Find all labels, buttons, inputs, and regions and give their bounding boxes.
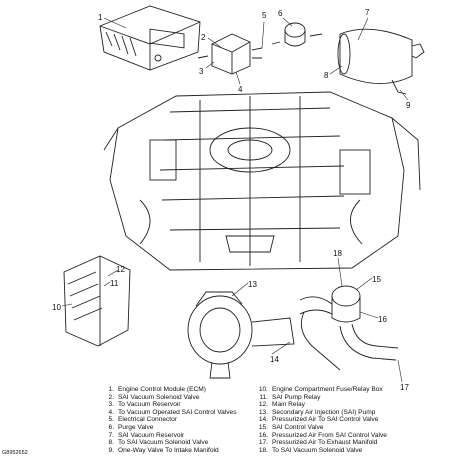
callout-10: 10	[52, 303, 61, 312]
callout-15: 15	[372, 275, 381, 284]
legend-item-2: 2.SAI Vacuum Solenoid Valve	[108, 393, 200, 401]
callout-9: 9	[406, 101, 411, 110]
sai-vacuum-reservoir	[337, 28, 425, 95]
callout-6: 6	[278, 9, 283, 18]
engine-block	[103, 91, 421, 271]
callout-13: 13	[248, 280, 257, 289]
ecm-module	[99, 5, 201, 71]
legend-item-6: 6.Purge Valve	[108, 423, 154, 431]
legend-item-12: 12.Main Relay	[258, 401, 305, 409]
callout-7: 7	[365, 8, 370, 17]
callout-14: 14	[270, 355, 279, 364]
sai-vacuum-solenoid-valve	[197, 33, 263, 75]
legend-item-16: 16.Pressurized Air From SAI Control Valv…	[258, 431, 387, 439]
callout-17: 17	[400, 383, 409, 392]
callout-8: 8	[324, 71, 329, 80]
sai-pump	[187, 291, 295, 379]
callout-11: 11	[110, 279, 119, 288]
legend-item-8: 8.To SAI Vacuum Solenoid Valve	[108, 439, 209, 447]
legend-item-5: 5.Electrical Connector	[108, 416, 178, 424]
legend-item-3: 3.To Vacuum Reservoir	[108, 401, 181, 409]
callout-5: 5	[262, 11, 267, 20]
legend-item-18: 18.To SAI Vacuum Solenoid Valve	[258, 446, 363, 454]
callout-2: 2	[201, 33, 206, 42]
fuse-relay-box	[63, 255, 131, 347]
figure-id: G8952652	[2, 450, 28, 456]
legend-item-15: 15.SAI Control Valve	[258, 423, 324, 431]
callout-3: 3	[199, 67, 204, 76]
legend-item-14: 14.Pressurized Air To SAI Control Valve	[258, 416, 379, 424]
callout-12: 12	[116, 265, 125, 274]
legend-item-7: 7.SAI Vacuum Reservoir	[108, 431, 185, 439]
leader-lines	[61, 17, 409, 383]
legend-item-4: 4.To Vacuum Operated SAI Control Valves	[108, 408, 237, 416]
legend-left-column: 1.Engine Control Module (ECM) 2.SAI Vacu…	[100, 386, 237, 454]
legend-item-10: 10.Engine Compartment Fuse/Relay Box	[258, 386, 383, 393]
callout-18: 18	[333, 249, 342, 258]
legend-item-11: 11.SAI Pump Relay	[259, 393, 321, 401]
sai-control-valve	[299, 285, 399, 371]
callout-4: 4	[238, 85, 243, 94]
callout-1: 1	[98, 13, 103, 22]
legend-item-13: 13.Secondary Air Injection (SAI) Pump	[258, 408, 376, 416]
purge-valve	[271, 22, 323, 47]
legend-item-9: 9.One-Way Valve To Intake Manifold	[108, 446, 219, 454]
legend-right-column: 10.Engine Compartment Fuse/Relay Box 11.…	[254, 386, 387, 454]
callout-16: 16	[378, 315, 387, 324]
legend-item-17: 17.Pressurized Air To Exhaust Manifold	[258, 439, 378, 447]
legend-item-1: 1.Engine Control Module (ECM)	[108, 386, 206, 393]
